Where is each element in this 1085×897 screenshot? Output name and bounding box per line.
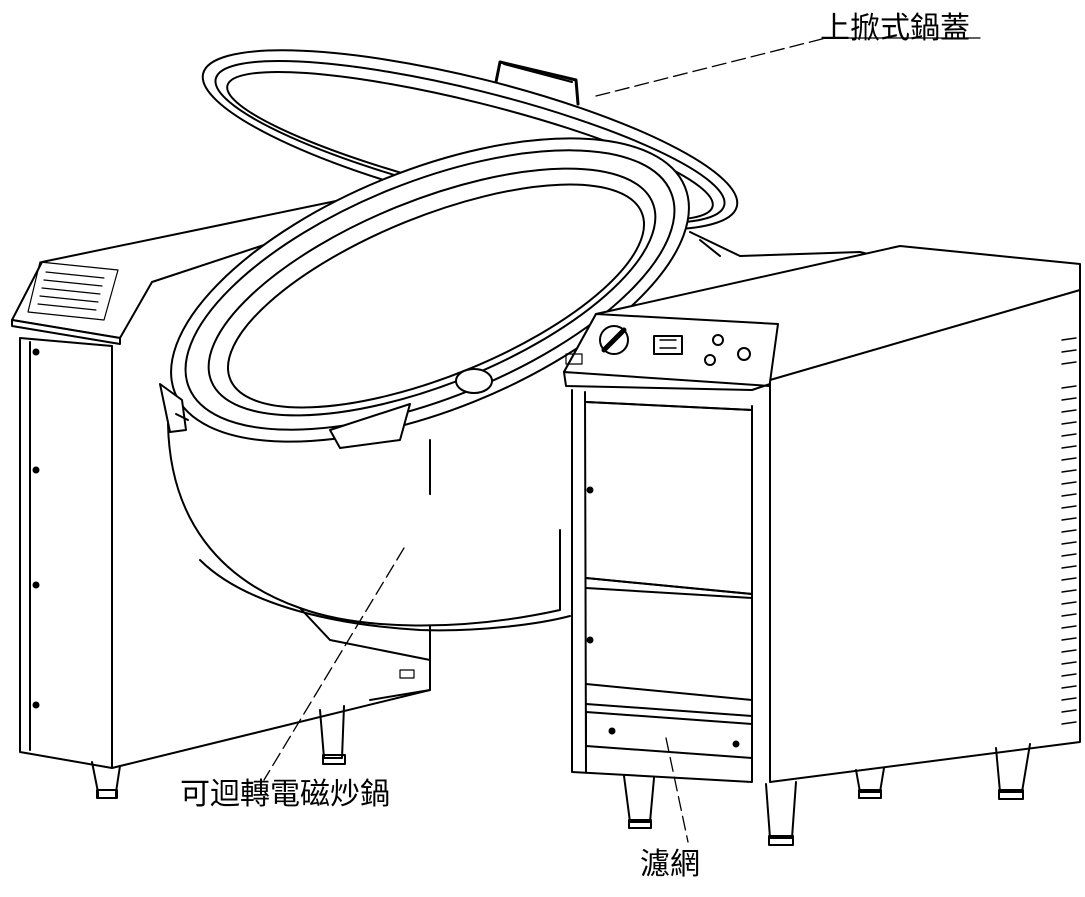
- lid-leader-line: [595, 37, 827, 97]
- tilting-wok: [159, 137, 690, 701]
- screw-icon: [32, 466, 40, 474]
- screw-icon: [32, 581, 40, 589]
- filter-leader-line: [665, 737, 689, 843]
- tilting-wok-label: 可迴轉電磁炒鍋: [180, 777, 390, 812]
- screw-icon: [586, 636, 594, 644]
- lid-label: 上掀式鍋蓋: [820, 11, 970, 46]
- screw-icon: [32, 701, 40, 709]
- digital-display-icon: [653, 335, 683, 355]
- filter-label: 濾網: [640, 847, 700, 882]
- screw-icon: [586, 486, 594, 494]
- up-button-icon: [712, 334, 724, 346]
- callout-leaders: [263, 37, 981, 843]
- lid-handle: [494, 60, 580, 106]
- wok-leader-line: [263, 547, 405, 781]
- left-cabinet: [11, 195, 431, 799]
- filter-drawer: [585, 711, 753, 759]
- down-button-icon: [704, 354, 716, 366]
- screw-icon: [608, 727, 616, 735]
- right-cabinet: [563, 245, 1081, 846]
- lower-door: [585, 577, 753, 701]
- screw-icon: [732, 740, 740, 748]
- indicator-light-icon: [737, 347, 751, 361]
- warning-label-plate: [27, 261, 119, 321]
- control-panel: [563, 313, 779, 387]
- side-vents: [1061, 337, 1077, 725]
- power-knob-icon: [599, 325, 629, 355]
- screw-icon: [32, 348, 40, 356]
